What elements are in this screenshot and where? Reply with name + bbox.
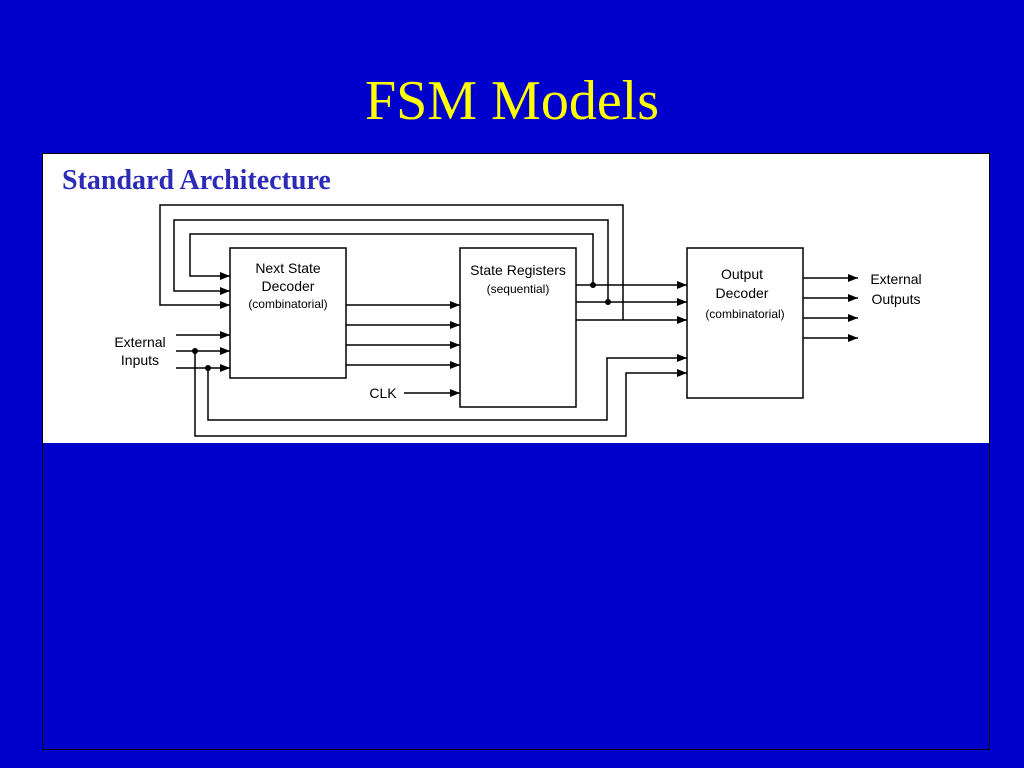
- section-heading: Standard Architecture: [62, 165, 331, 196]
- feedback-loop-3: [189, 233, 594, 285]
- next-state-decoder-block: [229, 247, 347, 379]
- state-registers-line1: State Registers: [470, 262, 566, 278]
- input-to-od-1: [207, 354, 687, 421]
- output-decoder-block: [686, 247, 804, 399]
- junction-dots: [192, 282, 611, 371]
- slide-title: FSM Models: [364, 70, 660, 132]
- junction-dot: [605, 299, 611, 305]
- input-to-od-2: [194, 351, 687, 437]
- junction-dot: [192, 348, 198, 354]
- external-inputs-line2: Inputs: [121, 352, 159, 368]
- blocks: [229, 247, 804, 408]
- output-decoder-line2: Decoder: [716, 285, 769, 301]
- feedback-loop-2: [173, 219, 609, 302]
- junction-dot: [590, 282, 596, 288]
- next-state-decoder-line3: (combinatorial): [248, 297, 327, 311]
- state-registers-line2: (sequential): [487, 282, 550, 296]
- next-state-decoder-line1: Next State: [255, 260, 321, 276]
- external-outputs-line2: Outputs: [871, 291, 920, 307]
- next-state-decoder-line2: Decoder: [262, 278, 315, 294]
- feedback-loop-1: [159, 204, 624, 320]
- wires: [159, 204, 858, 437]
- state-registers-block: [459, 247, 577, 408]
- block-labels: Next State Decoder (combinatorial) State…: [114, 260, 921, 401]
- external-outputs-line1: External: [870, 271, 921, 287]
- junction-dot: [205, 365, 211, 371]
- clk-label: CLK: [369, 385, 397, 401]
- external-inputs-line1: External: [114, 334, 165, 350]
- output-decoder-line3: (combinatorial): [705, 307, 784, 321]
- output-decoder-line1: Output: [721, 266, 763, 282]
